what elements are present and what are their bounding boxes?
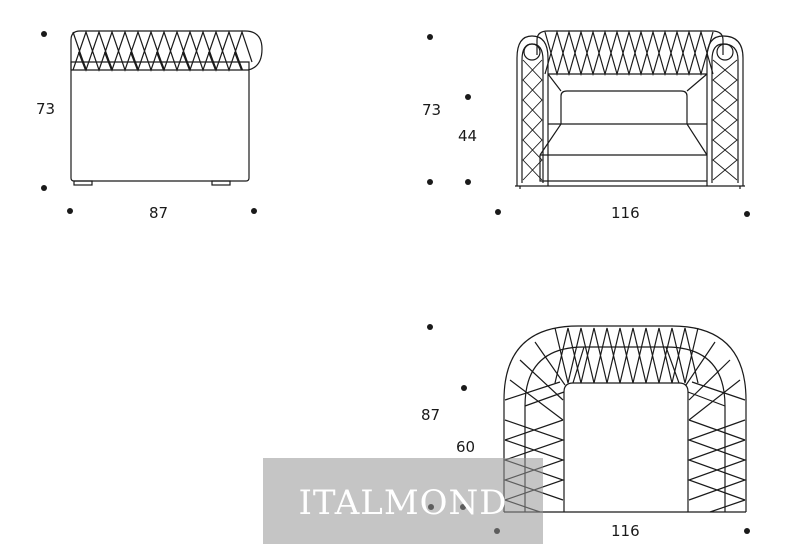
side-view-dot-top — [41, 31, 47, 37]
watermark: ITALMOND — [263, 458, 543, 544]
top-view-outline — [503, 325, 747, 512]
front-view-back-tufting — [544, 29, 714, 77]
front-view-seat-front — [539, 123, 708, 182]
top-view-back-tufting — [554, 327, 699, 384]
front-view-dot-seat — [465, 94, 471, 100]
side-view-foot-right — [211, 180, 231, 186]
top-view-seat — [563, 382, 689, 512]
front-view-left-arm-scroll — [523, 43, 541, 61]
front-view-right-arm-scroll — [716, 43, 734, 61]
top-view-seat-depth-label: 60 — [456, 438, 476, 456]
front-view-seat-cushion — [560, 90, 688, 124]
side-view — [70, 30, 263, 186]
side-view-foot-left — [73, 180, 93, 186]
front-view-right-arm-tufting — [712, 59, 738, 181]
front-view-dot-right — [744, 211, 750, 217]
watermark-text: ITALMOND — [298, 483, 508, 523]
front-view-dot-bottom-right — [465, 179, 471, 185]
front-view-dot-left — [495, 209, 501, 215]
side-view-dot-bottom — [41, 185, 47, 191]
front-view-seat-height-label: 44 — [458, 127, 478, 145]
front-view-width-label: 116 — [611, 204, 640, 222]
top-view-inner-transition — [524, 346, 726, 407]
side-view-dot-left — [67, 208, 73, 214]
front-view-left-arm — [516, 35, 549, 186]
front-view-right-arm — [706, 35, 744, 186]
front-view — [515, 29, 745, 189]
front-view-height-label: 73 — [422, 101, 442, 119]
side-view-height-label: 73 — [36, 100, 56, 118]
top-view-depth-label: 87 — [421, 406, 441, 424]
side-view-body — [70, 61, 250, 182]
side-view-width-label: 87 — [149, 204, 169, 222]
side-view-backrest — [70, 30, 263, 71]
front-view-dot-top — [427, 34, 433, 40]
top-view-dot-seat — [461, 385, 467, 391]
side-view-tufting-shadow — [77, 51, 244, 71]
top-view-width-label: 116 — [611, 522, 640, 540]
top-view-dot-right — [744, 528, 750, 534]
top-view-right-arm-tufting — [685, 341, 747, 513]
front-view-dot-bottom-left — [427, 179, 433, 185]
front-view-left-arm-tufting — [522, 59, 543, 181]
side-view-dot-right — [251, 208, 257, 214]
top-view-dot-top — [427, 324, 433, 330]
front-view-inner-back — [547, 73, 708, 92]
